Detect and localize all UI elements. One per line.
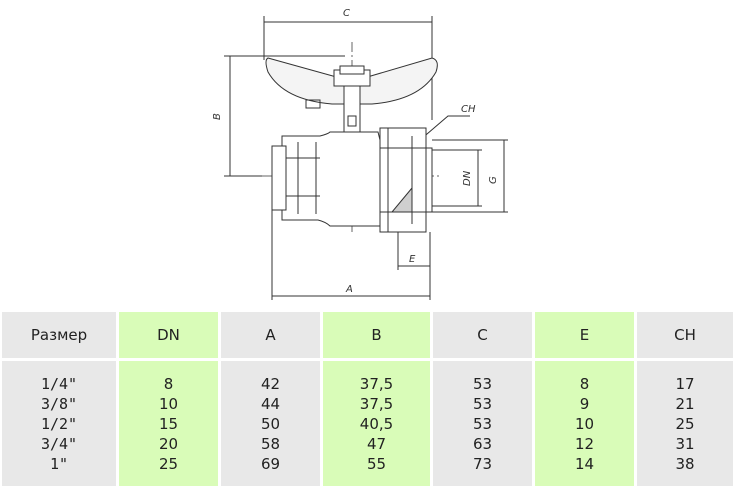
table-cell: 47: [366, 434, 387, 453]
header-b: B: [323, 312, 433, 361]
table-cell: 50: [260, 414, 281, 433]
table-cell: 69: [260, 454, 281, 473]
table-cell: 8: [579, 374, 590, 393]
dimensions-table: Размер DN A B C E CH 1/4"3/8"1/2"3/4"1" …: [2, 312, 736, 486]
header-size: Размер: [2, 312, 119, 361]
dimension-a-label: A: [345, 284, 353, 295]
table-cell: 25: [158, 454, 179, 473]
table-cell: 58: [260, 434, 281, 453]
table-cell: 9: [579, 394, 590, 413]
column-size: 1/4"3/8"1/2"3/4"1": [2, 361, 119, 486]
table-cell: 55: [366, 454, 387, 473]
table-cell: 10: [574, 414, 595, 433]
table-cell: 31: [675, 434, 695, 453]
header-ch: CH: [637, 312, 736, 361]
table-cell: 38: [675, 454, 695, 473]
table-cell: 3/4": [40, 434, 78, 453]
table-cell: 53: [472, 414, 493, 433]
header-e: E: [535, 312, 637, 361]
table-cell: 20: [158, 434, 179, 453]
dimension-e-label: E: [409, 254, 416, 265]
table-cell: 25: [675, 414, 695, 433]
table-cell: 53: [472, 394, 493, 413]
table-cell: 37,5: [359, 374, 394, 393]
table-cell: 1": [49, 454, 69, 473]
table-cell: 73: [472, 454, 493, 473]
table-cell: 8: [163, 374, 174, 393]
header-c: C: [433, 312, 535, 361]
dimension-ch-label: CH: [461, 104, 476, 115]
table-cell: 1/4": [40, 374, 78, 393]
table-cell: 17: [675, 374, 695, 393]
dimension-b-label: B: [212, 113, 223, 120]
dimension-g-label: G: [488, 176, 499, 184]
table-cell: 42: [260, 374, 281, 393]
table-cell: 21: [675, 394, 695, 413]
table-cell: 3/8": [40, 394, 78, 413]
dimension-c-label: C: [343, 8, 350, 19]
header-dn: DN: [119, 312, 221, 361]
table-cell: 40,5: [359, 414, 394, 433]
table-header-row: Размер DN A B C E CH: [2, 312, 736, 361]
table-cell: 10: [158, 394, 179, 413]
table-cell: 44: [260, 394, 281, 413]
table-cell: 63: [472, 434, 493, 453]
table-cell: 15: [158, 414, 179, 433]
header-a: A: [221, 312, 323, 361]
valve-technical-drawing: C B CH DN G E A: [212, 8, 508, 300]
table-cell: 12: [574, 434, 595, 453]
dimension-dn-label: DN: [462, 170, 473, 186]
table-cell: 37,5: [359, 394, 394, 413]
table-cell: 1/2": [40, 414, 78, 433]
table-cell: 53: [472, 374, 493, 393]
table-cell: 14: [574, 454, 595, 473]
